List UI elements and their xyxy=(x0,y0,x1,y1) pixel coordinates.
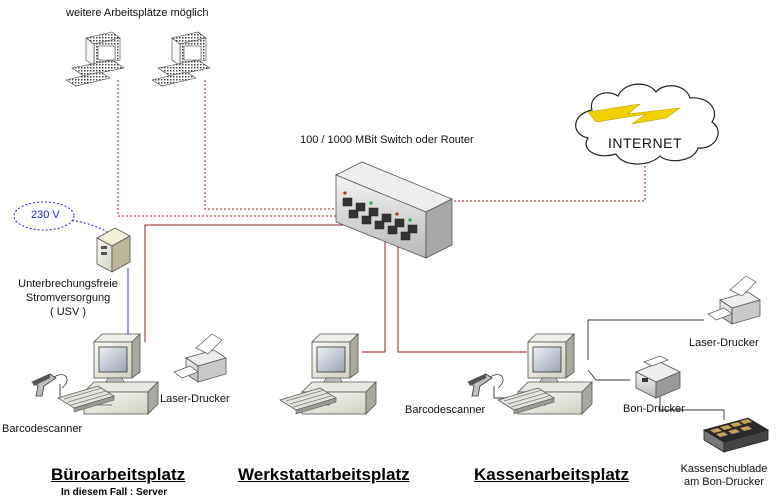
cash-drawer-label-line-2: am Bon-Drucker xyxy=(683,476,765,488)
office-laser-printer-icon xyxy=(173,333,227,383)
register-barcode-scanner-icon xyxy=(467,373,504,397)
office-barcode-scanner-icon xyxy=(31,373,68,397)
internet-cloud-icon xyxy=(575,83,719,165)
register-laser-printer-icon xyxy=(707,275,761,325)
peripheral-cables xyxy=(59,319,725,420)
bon-printer-label: Bon-Drucker xyxy=(623,403,685,415)
ups-icon xyxy=(96,227,131,273)
dotted-network-cables xyxy=(117,80,646,217)
office-barcode-scanner-label: Barcodescanner xyxy=(2,423,83,435)
workshop-workstation-title: Werkstattarbeitsplatz xyxy=(238,465,410,484)
ups-label-line-2: Stromversorgung xyxy=(25,292,111,304)
office-workstation-title: Büroarbeitsplatz xyxy=(51,465,186,484)
ups-label-line-3: ( USV ) xyxy=(49,306,87,318)
register-laser-printer-label: Laser-Drucker xyxy=(689,337,759,349)
bon-printer-icon xyxy=(635,355,681,399)
office-laser-printer-label: Laser-Drucker xyxy=(160,393,230,405)
voltage-label: 230 V xyxy=(31,209,60,221)
office-workstation-subtitle: In diesem Fall : Server xyxy=(61,487,168,498)
ups-label-line-1: Unterbrechungsfreie xyxy=(18,278,118,290)
power-source-icon xyxy=(13,201,111,237)
switch-icon xyxy=(335,161,453,259)
cash-drawer-icon xyxy=(702,417,770,453)
switch-label: 100 / 1000 MBit Switch oder Router xyxy=(300,134,474,146)
network-cables xyxy=(144,224,527,353)
ups-label: Unterbrechungsfreie Stromversorgung ( US… xyxy=(8,277,128,319)
cash-drawer-label-line-1: Kassenschublade xyxy=(680,463,768,475)
register-workstation-title: Kassenarbeitsplatz xyxy=(474,465,629,484)
internet-label: INTERNET xyxy=(608,135,682,151)
cash-drawer-label: Kassenschublade am Bon-Drucker xyxy=(674,463,774,489)
additional-workstations-note: weitere Arbeitsplätze möglich xyxy=(66,7,209,19)
additional-workstation-icon xyxy=(151,31,211,87)
additional-workstation-icon xyxy=(65,31,125,87)
register-barcode-scanner-label: Barcodescanner xyxy=(405,404,486,416)
